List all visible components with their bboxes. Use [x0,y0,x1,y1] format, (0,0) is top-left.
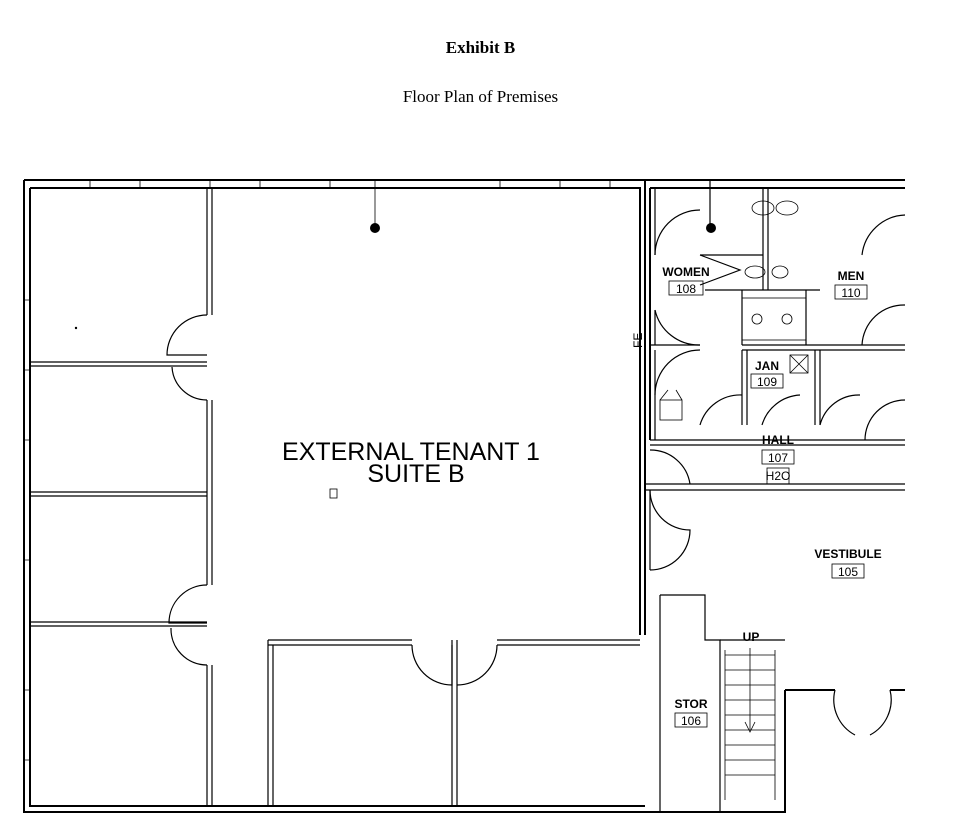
room-men-name: MEN [838,269,865,283]
room-women-number-box [668,280,704,296]
stair-up-label: UP [743,630,760,644]
water-fountain-label: H2O [766,469,791,483]
fire-extinguisher-label: FE [631,333,645,348]
room-women-name: WOMEN [662,265,709,279]
stair-storage [659,594,785,812]
suite-name-line1: EXTERNAL TENANT 1 [282,438,540,466]
suite-fixtures [74,180,380,499]
room-hall-number: 107 [768,451,788,465]
room-stor-number: 106 [681,714,701,728]
room-men-number: 110 [841,286,860,300]
room-jan-number: 109 [757,375,777,389]
room-vestibule-number: 105 [838,565,858,579]
room-vestibule-number-box [831,563,865,579]
room-stor-name: STOR [674,697,707,711]
room-men-number-box [834,284,868,300]
room-hall-number-box [761,449,795,465]
bottom-offices [267,639,640,806]
room-jan-name: JAN [755,359,779,373]
exhibit-title: Exhibit B [445,38,516,57]
suite-name-line2: SUITE B [367,460,464,488]
restroom-core [650,180,906,446]
room-jan-number-box [750,373,784,389]
room-vestibule-name: VESTIBULE [814,547,881,561]
left-offices [30,188,213,806]
room-stor-number-box [674,712,708,728]
room-women-number: 108 [676,282,696,296]
hall-vestibule [644,445,905,736]
room-hall-name: HALL [762,433,794,447]
exhibit-subtitle: Floor Plan of Premises [402,87,559,106]
water-fountain-box [766,467,790,485]
